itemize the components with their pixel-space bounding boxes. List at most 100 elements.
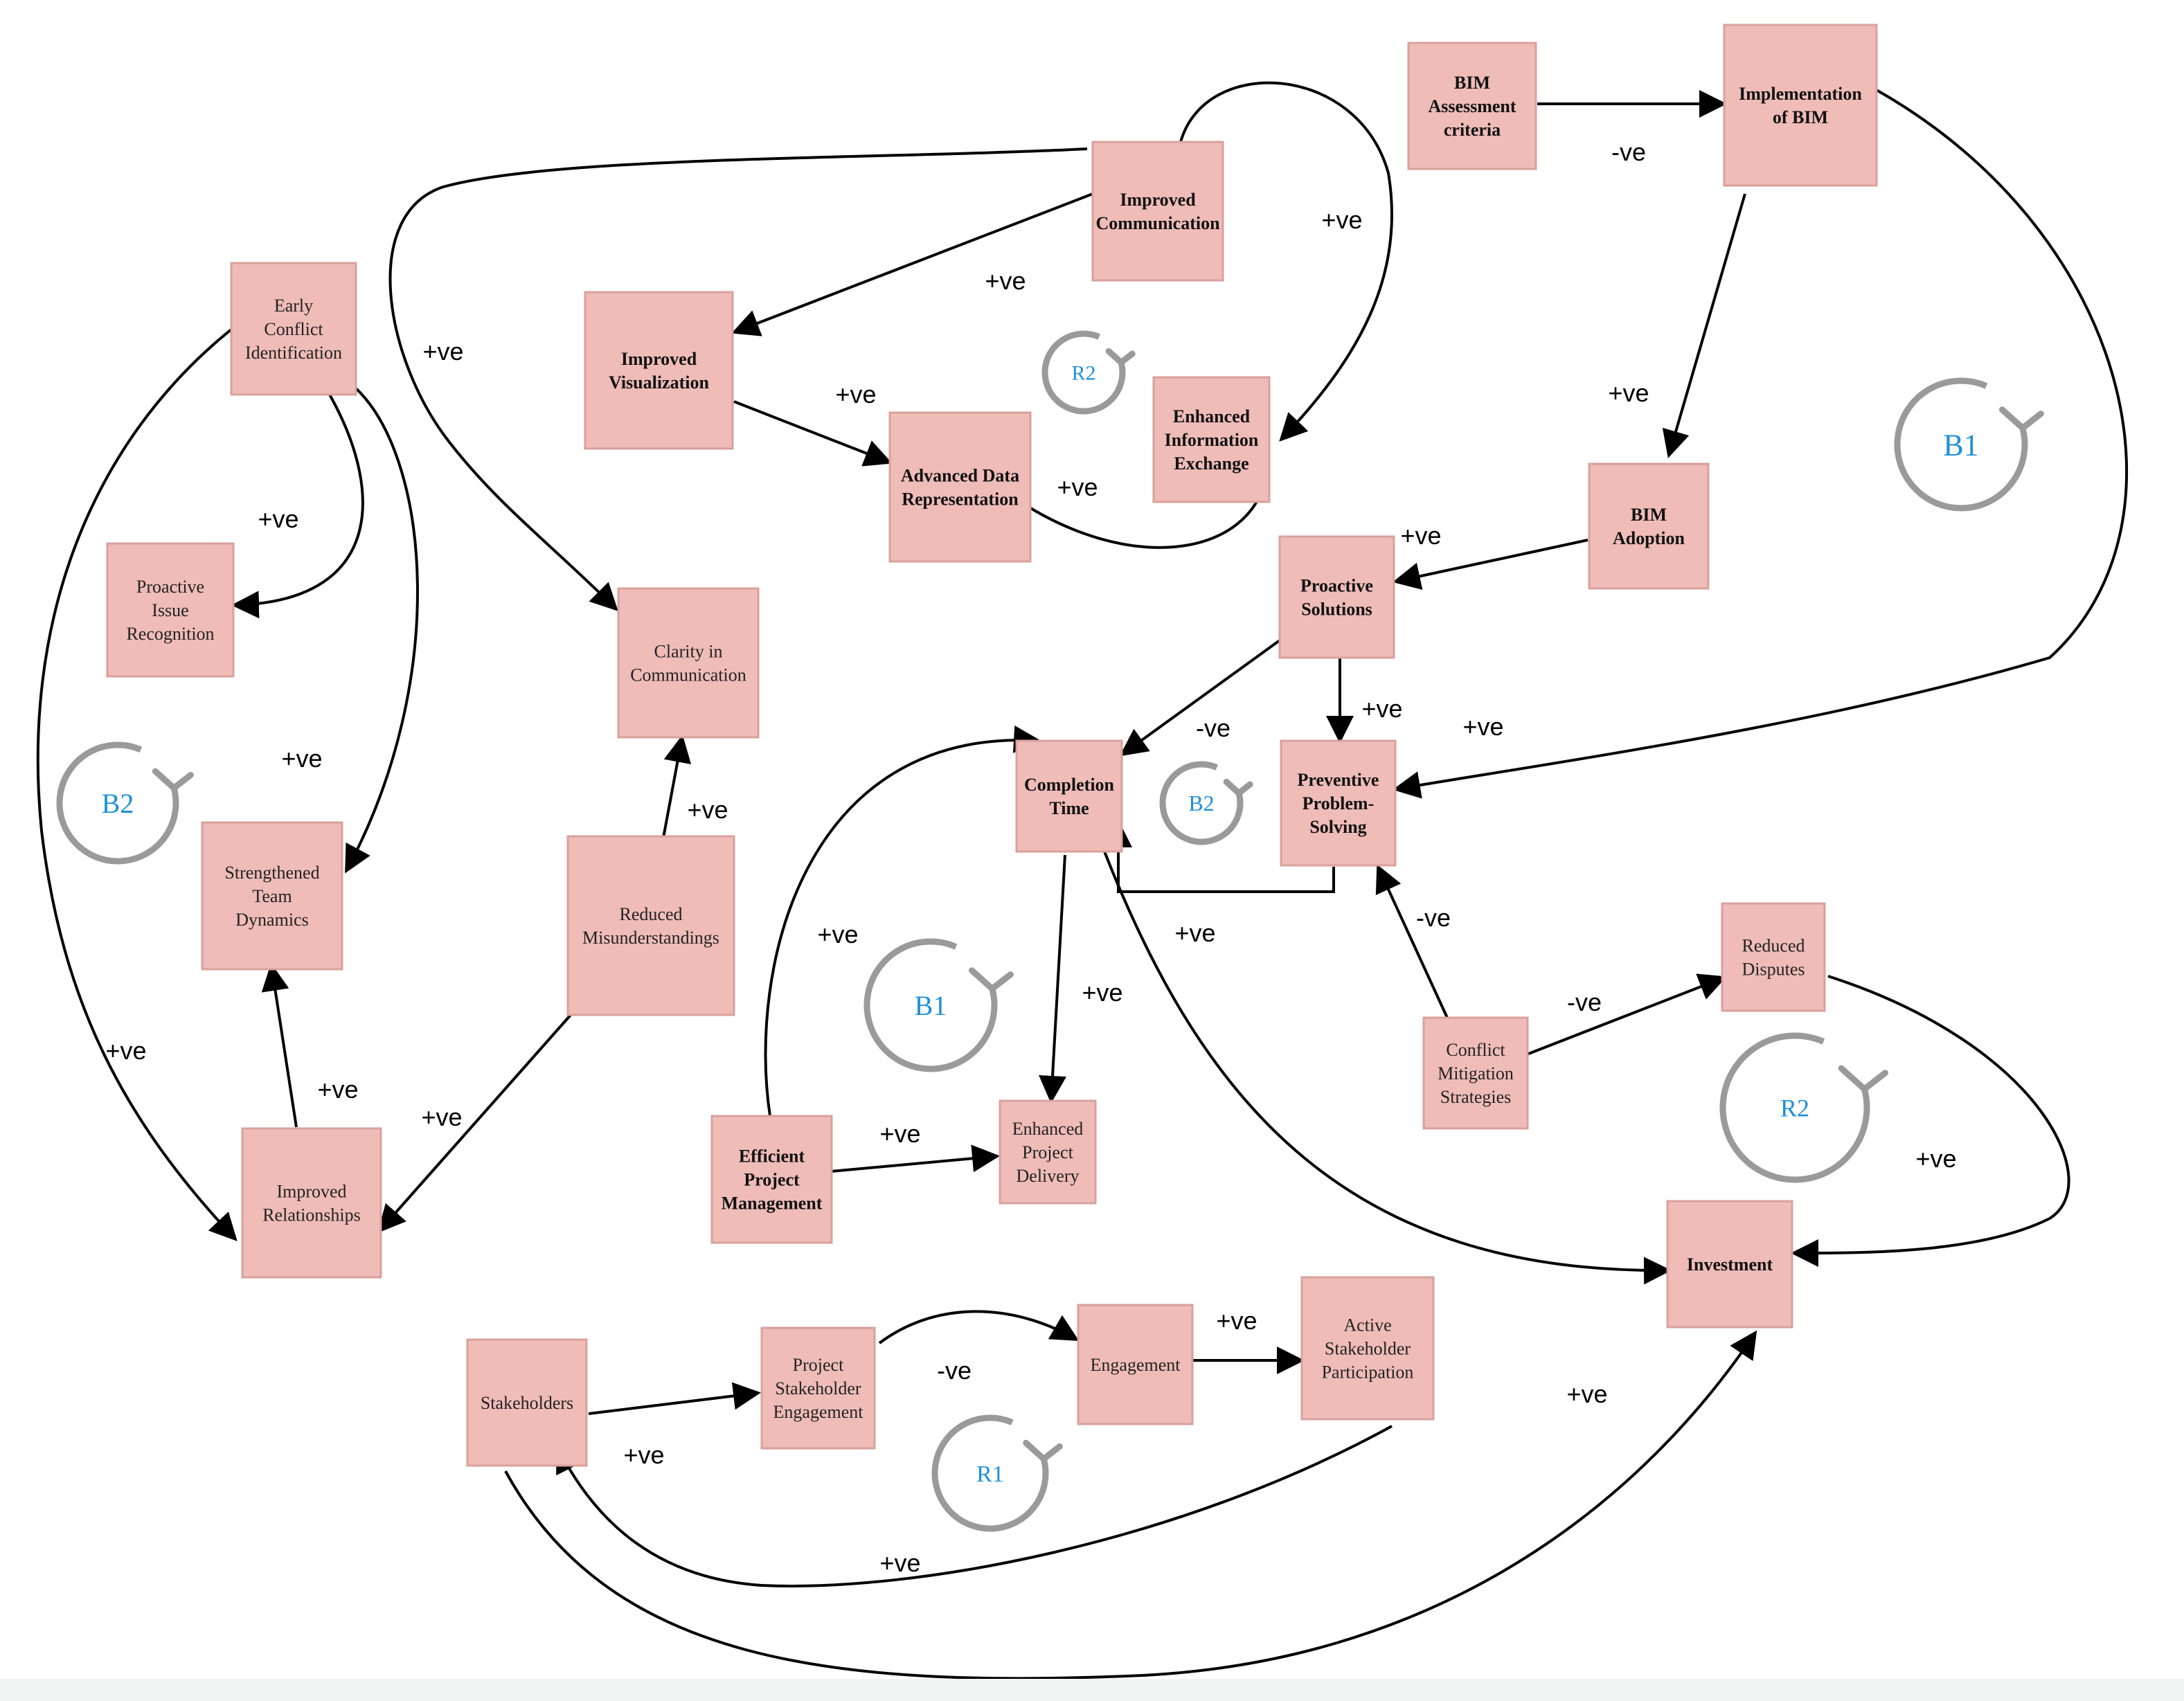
node-box <box>201 821 343 971</box>
node-box <box>230 262 357 396</box>
node-label-line: Exchange <box>1174 453 1248 474</box>
node-bim-adoption: BIM Adoption <box>1588 462 1710 590</box>
link-efficient-to-delivery <box>830 1144 1000 1173</box>
node-investment: Investment <box>1666 1200 1793 1329</box>
node-label-line: Delivery <box>1017 1166 1080 1186</box>
link-misunderstandings-to-relationships <box>377 1013 573 1233</box>
node-label-line: Team <box>252 886 292 906</box>
loop-arrow-icon <box>1159 761 1244 845</box>
node-label-line: Solving <box>1309 817 1366 837</box>
node-box <box>1666 1200 1793 1329</box>
loop-arrow-icon <box>931 1414 1049 1532</box>
node-label-line: Misunderstandings <box>582 928 719 948</box>
node-label-line: Completion <box>1024 775 1115 795</box>
node-label-line: Identification <box>245 343 342 363</box>
polarity-mitigation-disputes: -ve <box>1567 988 1602 1016</box>
loop-arrow-icon <box>1719 1032 1870 1183</box>
loop-arrowhead-icon <box>1838 1065 1888 1093</box>
link-efficient-to-completion <box>764 725 1041 1117</box>
polarity-stakeholders-investment: +ve <box>1566 1380 1607 1408</box>
polarity-implementation-adoption: +ve <box>1608 379 1649 407</box>
node-box <box>1588 462 1710 590</box>
node-label-line: Disputes <box>1742 960 1805 980</box>
node-label-line: Enhanced <box>1012 1119 1084 1139</box>
loop-arrowhead-icon <box>1998 406 2044 433</box>
loop-label: B2 <box>102 788 134 819</box>
loop-arrowhead-icon <box>968 967 1014 993</box>
loop-arrowhead-icon <box>152 768 194 793</box>
loop-arrow-icon <box>1894 377 2028 512</box>
loop-r1-bottom: R1 <box>931 1414 1063 1532</box>
node-box <box>1422 1016 1529 1130</box>
node-engagement: Engagement <box>1077 1304 1194 1425</box>
node-label-line: BIM <box>1631 505 1667 525</box>
node-box <box>584 291 734 450</box>
link-polarity-labels: -ve +ve +ve +ve +ve +ve +ve +ve +ve +ve … <box>105 138 1956 1577</box>
link-mitigation-to-disputes <box>1526 973 1727 1056</box>
link-stakeholders-to-project-engagement <box>588 1382 761 1415</box>
loop-arrow-icon <box>1041 330 1126 415</box>
node-label-line: Project <box>744 1170 800 1190</box>
node-box <box>1721 902 1826 1012</box>
loop-label: B2 <box>1188 791 1214 816</box>
polarity-misunderstandings-clarity: +ve <box>687 795 728 824</box>
node-box <box>106 542 235 678</box>
node-box <box>1280 739 1397 867</box>
link-early-to-relationships <box>36 327 238 1241</box>
node-label-line: Proactive <box>1300 576 1373 596</box>
bottom-strip <box>0 1679 2184 1701</box>
polarity-misunderstandings-relationships: +ve <box>421 1103 462 1131</box>
polarity-early-relationships: +ve <box>105 1036 146 1065</box>
node-label-line: Improved <box>276 1182 346 1202</box>
node-label-line: Issue <box>152 600 188 620</box>
node-label-line: Adoption <box>1613 528 1685 548</box>
polarity-mitigation-preventive: -ve <box>1416 903 1451 932</box>
node-box <box>1015 739 1123 853</box>
polarity-info-exchange-advanced-data: +ve <box>1057 473 1098 501</box>
node-label-line: Active <box>1343 1315 1391 1335</box>
loop-label: R2 <box>1071 362 1095 385</box>
node-label-line: Stakeholder <box>1325 1339 1411 1359</box>
node-label-line: Proactive <box>136 577 204 597</box>
link-disputes-to-investment <box>1791 975 2070 1267</box>
node-label-line: of BIM <box>1773 107 1828 127</box>
loop-arrowhead-icon <box>1105 348 1136 367</box>
polarity-communication-clarity: +ve <box>422 337 463 366</box>
node-box <box>566 835 735 1016</box>
loop-arrow-icon <box>863 938 998 1072</box>
polarity-assessment-implementation: -ve <box>1611 138 1646 166</box>
node-label-line: Engagement <box>773 1402 864 1422</box>
link-stakeholders-to-investment <box>504 1330 1757 1680</box>
loop-arrowhead-icon <box>1023 1439 1063 1464</box>
polarity-relationships-team: +ve <box>317 1075 358 1104</box>
link-mitigation-to-preventive <box>1375 864 1449 1018</box>
link-completion-to-delivery <box>1039 854 1066 1104</box>
node-box <box>999 1099 1097 1205</box>
node-label-line: Strategies <box>1440 1087 1512 1107</box>
node-label-line: Project <box>1022 1142 1073 1162</box>
loop-arrow-icon <box>56 741 179 865</box>
polarity-visualization-advanced-data: +ve <box>835 380 876 408</box>
node-label-line: Time <box>1049 798 1089 818</box>
node-label-line: Problem- <box>1303 793 1375 813</box>
node-box <box>1300 1276 1435 1421</box>
node-label-line: Management <box>722 1194 823 1214</box>
node-label-line: Enhanced <box>1173 406 1251 426</box>
link-early-to-issue-recognition <box>231 394 364 619</box>
